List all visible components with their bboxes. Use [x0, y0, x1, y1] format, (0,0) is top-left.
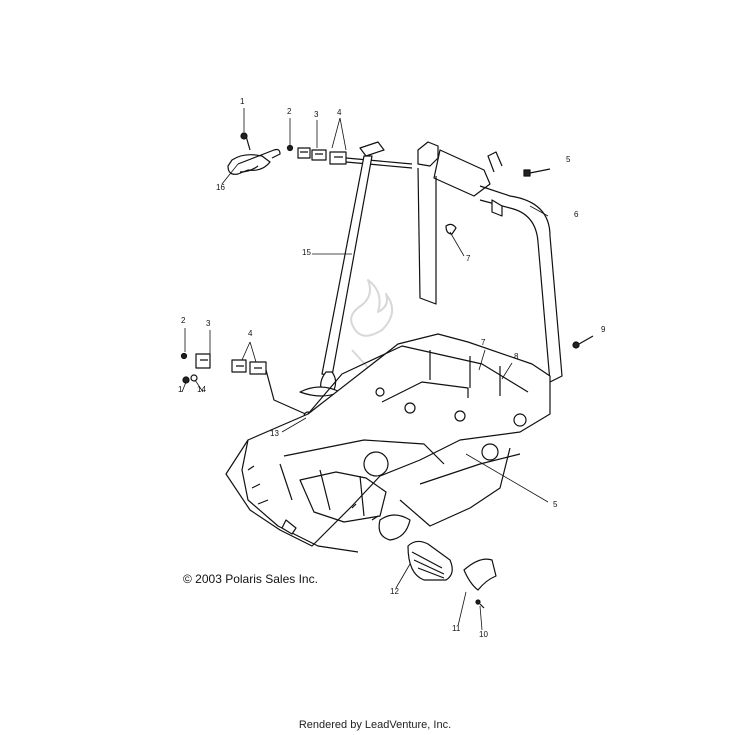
callout-9: 9 — [601, 325, 606, 334]
upper-nut — [240, 132, 248, 140]
callout-14: 14 — [197, 385, 206, 394]
callout-2-upper: 2 — [287, 107, 292, 116]
hoop-nut-lower — [572, 335, 594, 349]
shift-boot — [407, 540, 453, 581]
callout-3-lower: 3 — [206, 319, 211, 328]
callout-16: 16 — [216, 183, 225, 192]
callout-6: 6 — [574, 210, 579, 219]
small-screw — [475, 599, 485, 609]
callout-5-upper: 5 — [566, 155, 571, 164]
steering-post — [299, 141, 385, 397]
upper-clamps — [297, 147, 413, 169]
hoop-clip — [445, 223, 457, 235]
upper-bolt — [286, 144, 294, 152]
callout-4-lower: 4 — [248, 329, 253, 338]
callout-4-upper: 4 — [337, 108, 342, 117]
callout-3-upper: 3 — [314, 110, 319, 119]
callout-2-lower: 2 — [181, 316, 186, 325]
main-frame — [225, 333, 551, 553]
callout-1-lower: 1 — [178, 385, 183, 394]
callout-12: 12 — [390, 587, 399, 596]
callout-7-upper: 7 — [466, 254, 471, 263]
leader-lines — [181, 108, 549, 631]
roll-hoop — [417, 141, 563, 383]
callout-11: 11 — [452, 624, 461, 633]
handle-bracket — [227, 135, 281, 175]
copyright-notice: © 2003 Polaris Sales Inc. — [183, 572, 318, 586]
boot-clamp-ring — [463, 558, 497, 591]
callout-8: 8 — [514, 352, 519, 361]
hoop-bolt-upper — [523, 168, 551, 177]
callout-7-lower: 7 — [481, 338, 486, 347]
lower-clamps — [180, 352, 311, 417]
callout-5-lower: 5 — [553, 500, 558, 509]
rendered-by-footer: Rendered by LeadVenture, Inc. — [298, 719, 452, 731]
callout-1-upper: 1 — [240, 97, 245, 106]
callout-15: 15 — [302, 248, 311, 257]
callout-10: 10 — [479, 630, 488, 639]
callout-13: 13 — [270, 429, 279, 438]
